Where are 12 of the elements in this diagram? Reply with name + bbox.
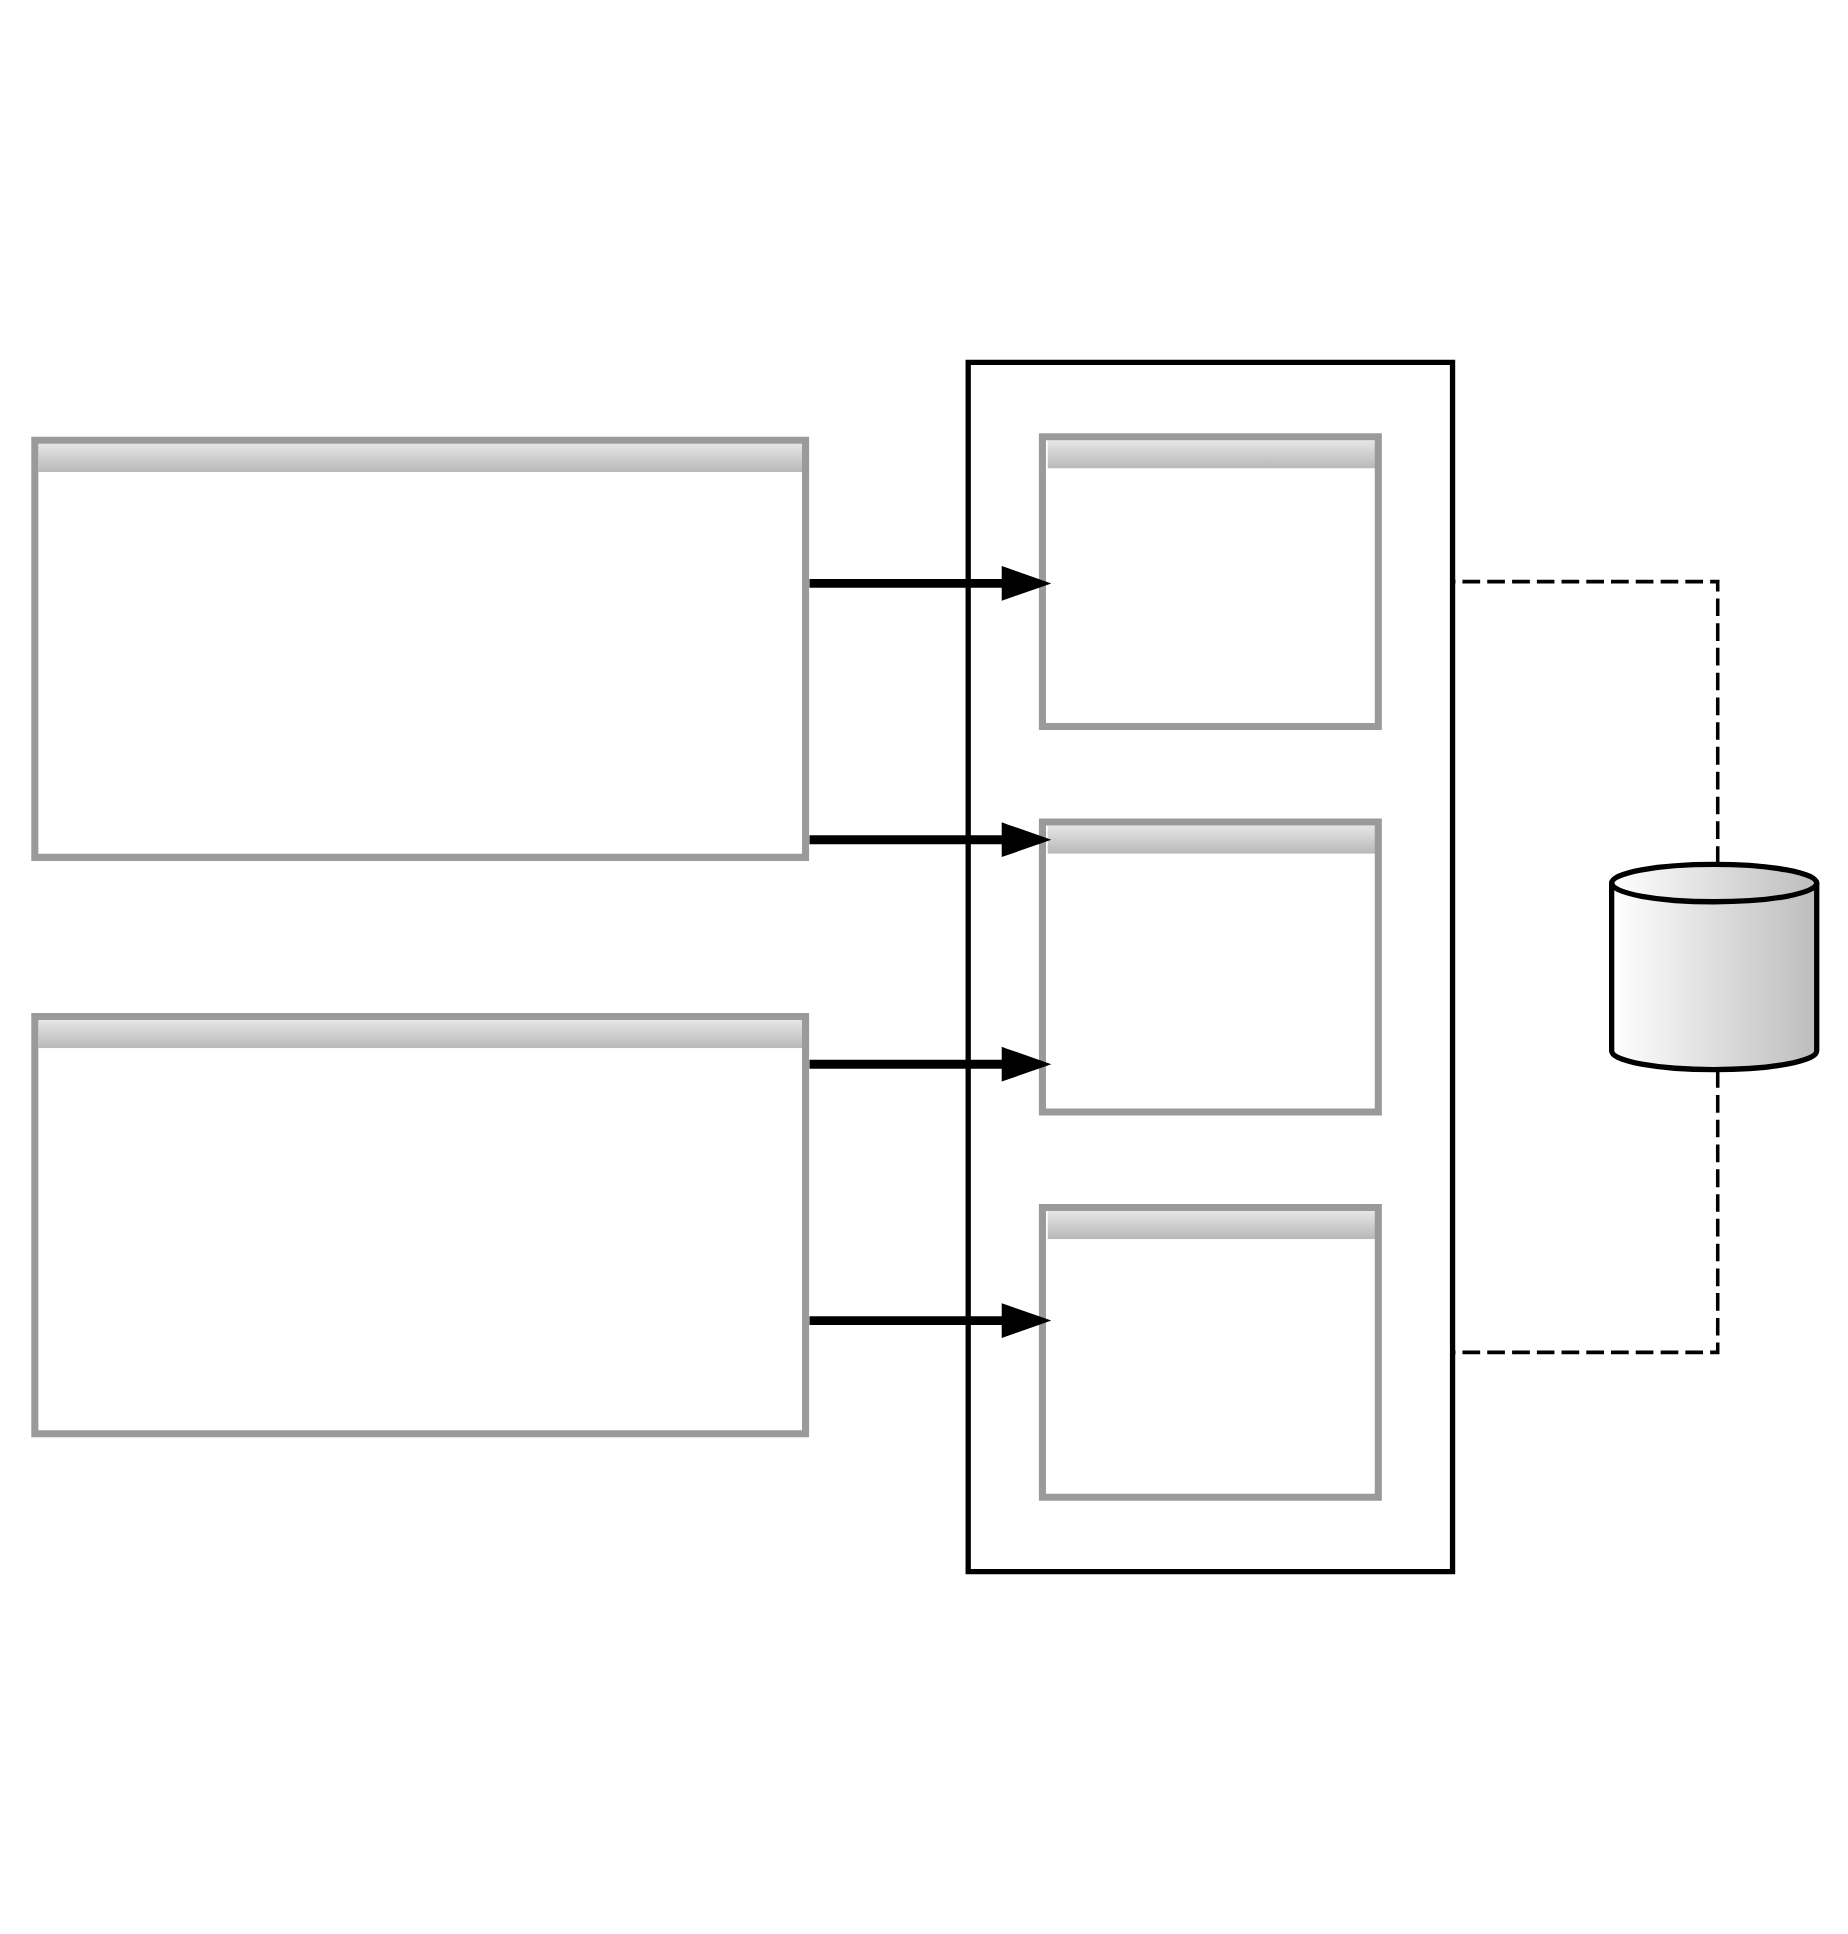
node-box xyxy=(1038,1203,1382,1501)
connector xyxy=(1452,1070,1720,1355)
node-box xyxy=(1038,818,1382,1116)
cluster xyxy=(965,359,1456,1575)
connector xyxy=(1452,579,1720,864)
arrow xyxy=(809,1046,1052,1082)
arrow xyxy=(809,1303,1052,1338)
node-box xyxy=(1038,433,1382,731)
node-box xyxy=(31,1012,810,1438)
arrow xyxy=(809,822,1052,858)
node-box xyxy=(31,436,810,861)
arrow xyxy=(809,566,1052,601)
